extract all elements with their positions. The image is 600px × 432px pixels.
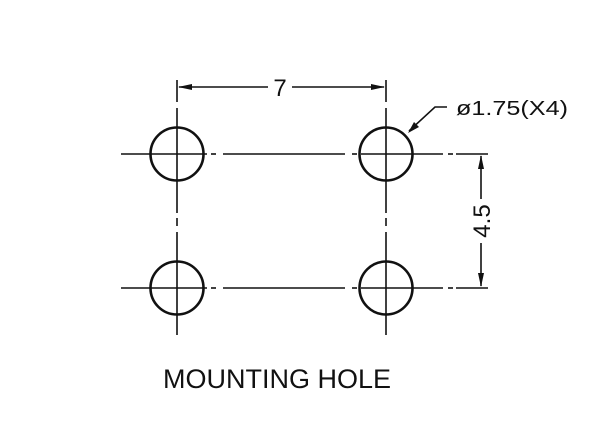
drawing-title: MOUNTING HOLE bbox=[163, 364, 391, 394]
dimension-vertical-label: 4.5 bbox=[469, 204, 496, 237]
dimension-horizontal-label: 7 bbox=[273, 75, 286, 102]
arrowheads bbox=[178, 84, 484, 287]
hole-top-left bbox=[149, 126, 205, 182]
arrowhead-left bbox=[178, 84, 192, 90]
arrowhead-leader bbox=[408, 122, 419, 133]
callout-leader-line bbox=[408, 106, 447, 132]
arrowhead-right bbox=[371, 84, 385, 90]
hole-bottom-left bbox=[149, 260, 205, 316]
arrowhead-up bbox=[478, 155, 484, 169]
hole-callout-label: ø1.75(X4) bbox=[456, 98, 568, 120]
hole-top-right bbox=[358, 126, 414, 182]
hole-bottom-right bbox=[358, 260, 414, 316]
arrowhead-down bbox=[478, 273, 484, 287]
